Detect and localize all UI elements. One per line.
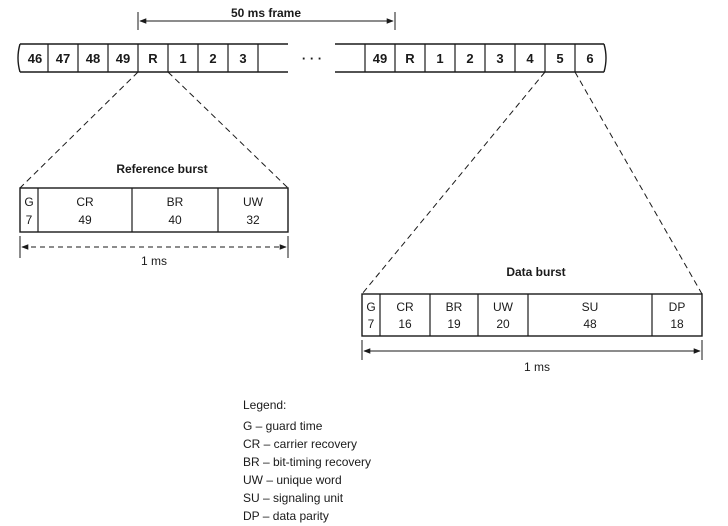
data-burst-box [361, 293, 703, 337]
ref-expand-left-line [19, 71, 139, 189]
data-duration: 1 ms [524, 360, 550, 374]
reference-burst-box [19, 187, 289, 233]
legend-item-su: SU – signaling unit [243, 491, 344, 505]
slot-right-1: R [405, 51, 415, 66]
legend-item-dp: DP – data parity [243, 509, 329, 523]
data-field-br-name: BR [446, 300, 463, 314]
frame-right-outline [335, 43, 607, 73]
slot-left-4: R [148, 51, 158, 66]
slot-left-3: 49 [116, 51, 130, 66]
data-field-uw-value: 20 [496, 317, 510, 331]
data-field-g-name: G [366, 300, 375, 314]
ref-field-g-value: 7 [26, 213, 33, 227]
slot-right-5: 4 [526, 51, 534, 66]
data-expand-right-line [574, 71, 703, 295]
legend-item-g: G – guard time [243, 419, 323, 433]
data-field-cr-value: 16 [398, 317, 412, 331]
slot-left-2: 48 [86, 51, 100, 66]
frame-left-outline [17, 43, 288, 73]
slot-left-6: 2 [209, 51, 216, 66]
legend-title: Legend: [243, 398, 286, 412]
data-field-g-value: 7 [368, 317, 375, 331]
slot-right-6: 5 [556, 51, 563, 66]
slot-right-7: 6 [586, 51, 593, 66]
data-field-su-value: 48 [583, 317, 597, 331]
data-field-dp-name: DP [669, 300, 686, 314]
data-field-uw-name: UW [493, 300, 514, 314]
ref-field-br-name: BR [167, 195, 184, 209]
slot-left-0: 46 [28, 51, 42, 66]
ref-field-uw-value: 32 [246, 213, 260, 227]
ref-field-g-name: G [24, 195, 33, 209]
slot-left-5: 1 [179, 51, 186, 66]
legend-item-uw: UW – unique word [243, 473, 342, 487]
data-burst-title: Data burst [506, 265, 565, 279]
frame-label: 50 ms frame [231, 6, 301, 20]
ref-expand-right-line [167, 71, 289, 189]
slot-right-2: 1 [436, 51, 443, 66]
data-field-br-value: 19 [447, 317, 461, 331]
data-field-cr-name: CR [396, 300, 414, 314]
ref-field-cr-name: CR [76, 195, 94, 209]
slot-right-3: 2 [466, 51, 473, 66]
legend-item-cr: CR – carrier recovery [243, 437, 357, 451]
ref-field-uw-name: UW [243, 195, 264, 209]
ref-field-cr-value: 49 [78, 213, 92, 227]
data-burst: Data burst G 7 CR 16 BR 19 UW 20 SU 48 D… [361, 265, 703, 374]
slot-right-4: 3 [496, 51, 503, 66]
data-field-dp-value: 18 [670, 317, 684, 331]
reference-burst: Reference burst G 7 CR 49 BR 40 UW 32 1 … [19, 162, 289, 268]
frame-ellipsis: · · · [302, 51, 322, 66]
frame-right-segment: 49 R 1 2 3 4 5 6 [335, 43, 607, 73]
frame-dimension: 50 ms frame [137, 6, 396, 30]
ref-duration: 1 ms [141, 254, 167, 268]
slot-right-0: 49 [373, 51, 387, 66]
legend-item-br: BR – bit-timing recovery [243, 455, 371, 469]
data-field-su-name: SU [582, 300, 599, 314]
slot-left-7: 3 [239, 51, 246, 66]
slot-left-1: 47 [56, 51, 70, 66]
reference-burst-title: Reference burst [116, 162, 207, 176]
data-expand-left-line [361, 71, 546, 295]
frame-left-segment: 46 47 48 49 R 1 2 3 [17, 43, 288, 73]
legend: Legend: G – guard time CR – carrier reco… [243, 398, 371, 523]
ref-field-br-value: 40 [168, 213, 182, 227]
